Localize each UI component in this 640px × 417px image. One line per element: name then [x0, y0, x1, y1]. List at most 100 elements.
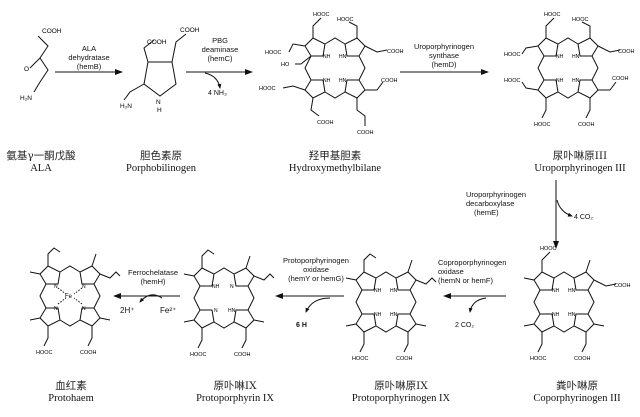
enzyme-ferrochelatase: Ferrochelatase (hemH)	[118, 268, 188, 286]
enzyme-name2: oxidase	[438, 267, 464, 276]
compound-label-hmb: 羟甲基胆素 Hydroxymethylbilane	[280, 148, 390, 174]
enzyme-uroporphyrinogen-synthase: Uroporphyrinogen synthase (hemD)	[402, 42, 486, 69]
byproduct-arrow-6h	[305, 297, 331, 313]
protogen-hn-2: HN	[390, 312, 398, 318]
uro-hooc-1: HOOC	[544, 12, 561, 18]
enzyme-name2: dehydratase	[68, 53, 110, 62]
enzyme-name: Uroporphyrinogen	[466, 190, 527, 199]
compound-label-uro: 尿卟啉原III Uroporphyrinogen III	[520, 148, 640, 174]
heme-n-4: N	[82, 306, 86, 312]
copro-cooh-1: COOH	[614, 283, 631, 289]
pbg-cooh2: COOH	[180, 27, 200, 34]
copro-nh-1: NH	[552, 288, 560, 294]
compound-label-heme: 血红素 Protohaem	[28, 378, 114, 404]
proto-hn: HN	[228, 308, 236, 314]
hmb-nh-2: NH	[323, 78, 331, 84]
byproduct-arrow-co2	[556, 199, 573, 217]
copro-hn-1: HN	[568, 288, 576, 294]
protogen-structure: HOOC COOH NH HN NH HN	[345, 253, 437, 362]
protogen-nh-2: NH	[374, 312, 382, 318]
hmb-hn-2: HN	[339, 78, 347, 84]
uro-cooh-2: COOH	[612, 76, 629, 82]
compound-en-name: Hydroxymethylbilane	[288, 163, 382, 174]
enzyme-gene: (hemC)	[207, 54, 233, 63]
copro-structure: HOOC COOH HOOC COOH NH HN NH HN	[523, 246, 631, 362]
enzyme-name2: synthase	[428, 51, 460, 60]
uro-nh-1: NH	[556, 54, 564, 60]
heme-hooc: HOOC	[36, 350, 53, 356]
compound-label-copro: 粪卟啉原 Coporphyrinogen III	[514, 378, 640, 404]
hmb-cooh-2: COOH	[381, 78, 398, 84]
hmb-hn-1: HN	[339, 54, 347, 60]
uro-hooc-3: HOOC	[504, 52, 521, 58]
copro-hooc-1: HOOC	[540, 246, 557, 252]
proto-n-2: N	[214, 308, 218, 314]
compound-cn-name: 血红素	[55, 380, 87, 392]
pbg-nh: N	[156, 99, 161, 106]
uro-cooh-3: COOH	[578, 122, 595, 128]
uro-cooh-1: COOH	[618, 49, 635, 55]
compound-en-name: Coporphyrinogen III	[533, 393, 621, 404]
enzyme-gene: (hemB)	[76, 62, 102, 71]
compound-en-name: ALA	[30, 163, 52, 174]
enzyme-name: Ferrochelatase	[127, 268, 179, 277]
enzyme-name2: deaminase	[201, 45, 239, 54]
hmb-hooc-2: HOOC	[337, 17, 354, 23]
protogen-nh-1: NH	[374, 288, 382, 294]
protogen-cooh: COOH	[396, 356, 413, 362]
byproduct-arrow-2h	[139, 294, 163, 303]
proto-hooc: HOOC	[190, 352, 207, 358]
byproduct-6h: 6 H	[296, 322, 307, 329]
compound-label-proto: 原卟啉IX Protoporphyrin IX	[180, 378, 290, 404]
enzyme-gene: (hemY or hemG)	[288, 274, 344, 283]
uro-hn-2: HN	[572, 78, 580, 84]
enzyme-uroporphyrinogen-decarboxylase: Uroporphyrinogen decarboxylase (hemE)	[466, 190, 550, 217]
uro-hn-1: HN	[572, 54, 580, 60]
compound-label-pbg: 胆色素原 Porphobilinogen	[120, 148, 202, 174]
ala-h2n-label: H₂N	[20, 95, 32, 102]
compound-cn-name: 粪卟啉原	[556, 380, 598, 392]
heme-n-3: N	[54, 306, 58, 312]
compound-cn-name: 尿卟啉原III	[552, 150, 608, 162]
enzyme-name: Uroporphyrinogen	[413, 42, 475, 51]
ala-structure	[29, 35, 49, 93]
proto-structure: HOOC COOH NH N N HN	[183, 249, 275, 358]
compound-en-name: Porphobilinogen	[126, 163, 196, 174]
compound-label-protogen: 原卟啉原IX Protoporphyrinogen IX	[334, 378, 468, 404]
compound-label-ala: 氨基γ一酮戊酸 ALA	[0, 148, 82, 174]
hmb-cooh-1: COOH	[387, 49, 404, 55]
byproduct-nh3: 4 NH₃	[208, 90, 227, 97]
compound-cn-name: 原卟啉原IX	[374, 380, 428, 392]
copro-cooh-2: COOH	[574, 356, 591, 362]
byproduct-arrow-2co2	[468, 297, 487, 313]
proto-nh: NH	[212, 284, 220, 290]
byproduct-2co2: 2 CO₂	[455, 322, 475, 329]
byproduct-2h-plus: 2H⁺	[120, 306, 135, 315]
proto-cooh: COOH	[234, 352, 251, 358]
hmb-hooc-1: HOOC	[313, 12, 330, 18]
hmb-hooc-3: HOOC	[265, 50, 282, 56]
enzyme-name2: decarboxylase	[466, 199, 515, 208]
hmb-nh-1: NH	[323, 54, 331, 60]
heme-fe: Fe	[65, 294, 73, 300]
hmb-cooh-3: COOH	[317, 120, 334, 126]
compound-cn-name: 羟甲基胆素	[308, 150, 362, 162]
enzyme-gene: (hemH)	[140, 277, 166, 286]
copro-hooc-2: HOOC	[530, 356, 547, 362]
compound-en-name: Uroporphyrinogen III	[534, 163, 626, 174]
copro-nh-2: NH	[552, 312, 560, 318]
pbg-h2n: H₂N	[120, 103, 132, 110]
ala-cooh-label: COOH	[42, 28, 62, 35]
compound-en-name: Protohaem	[48, 393, 94, 404]
compound-cn-name: 原卟啉IX	[213, 380, 257, 392]
copro-hn-2: HN	[568, 312, 576, 318]
pbg-cooh1: COOH	[147, 39, 167, 46]
hmb-ho: HO	[281, 62, 290, 68]
heme-structure: Fe N N N N HOOC COOH	[29, 247, 121, 356]
byproduct-arrow-nh3	[204, 72, 222, 89]
protogen-hn-1: HN	[390, 288, 398, 294]
heme-cooh: COOH	[80, 350, 97, 356]
enzyme-ala-dehydratase: ALA dehydratase (hemB)	[58, 44, 120, 71]
protogen-hooc: HOOC	[352, 356, 369, 362]
